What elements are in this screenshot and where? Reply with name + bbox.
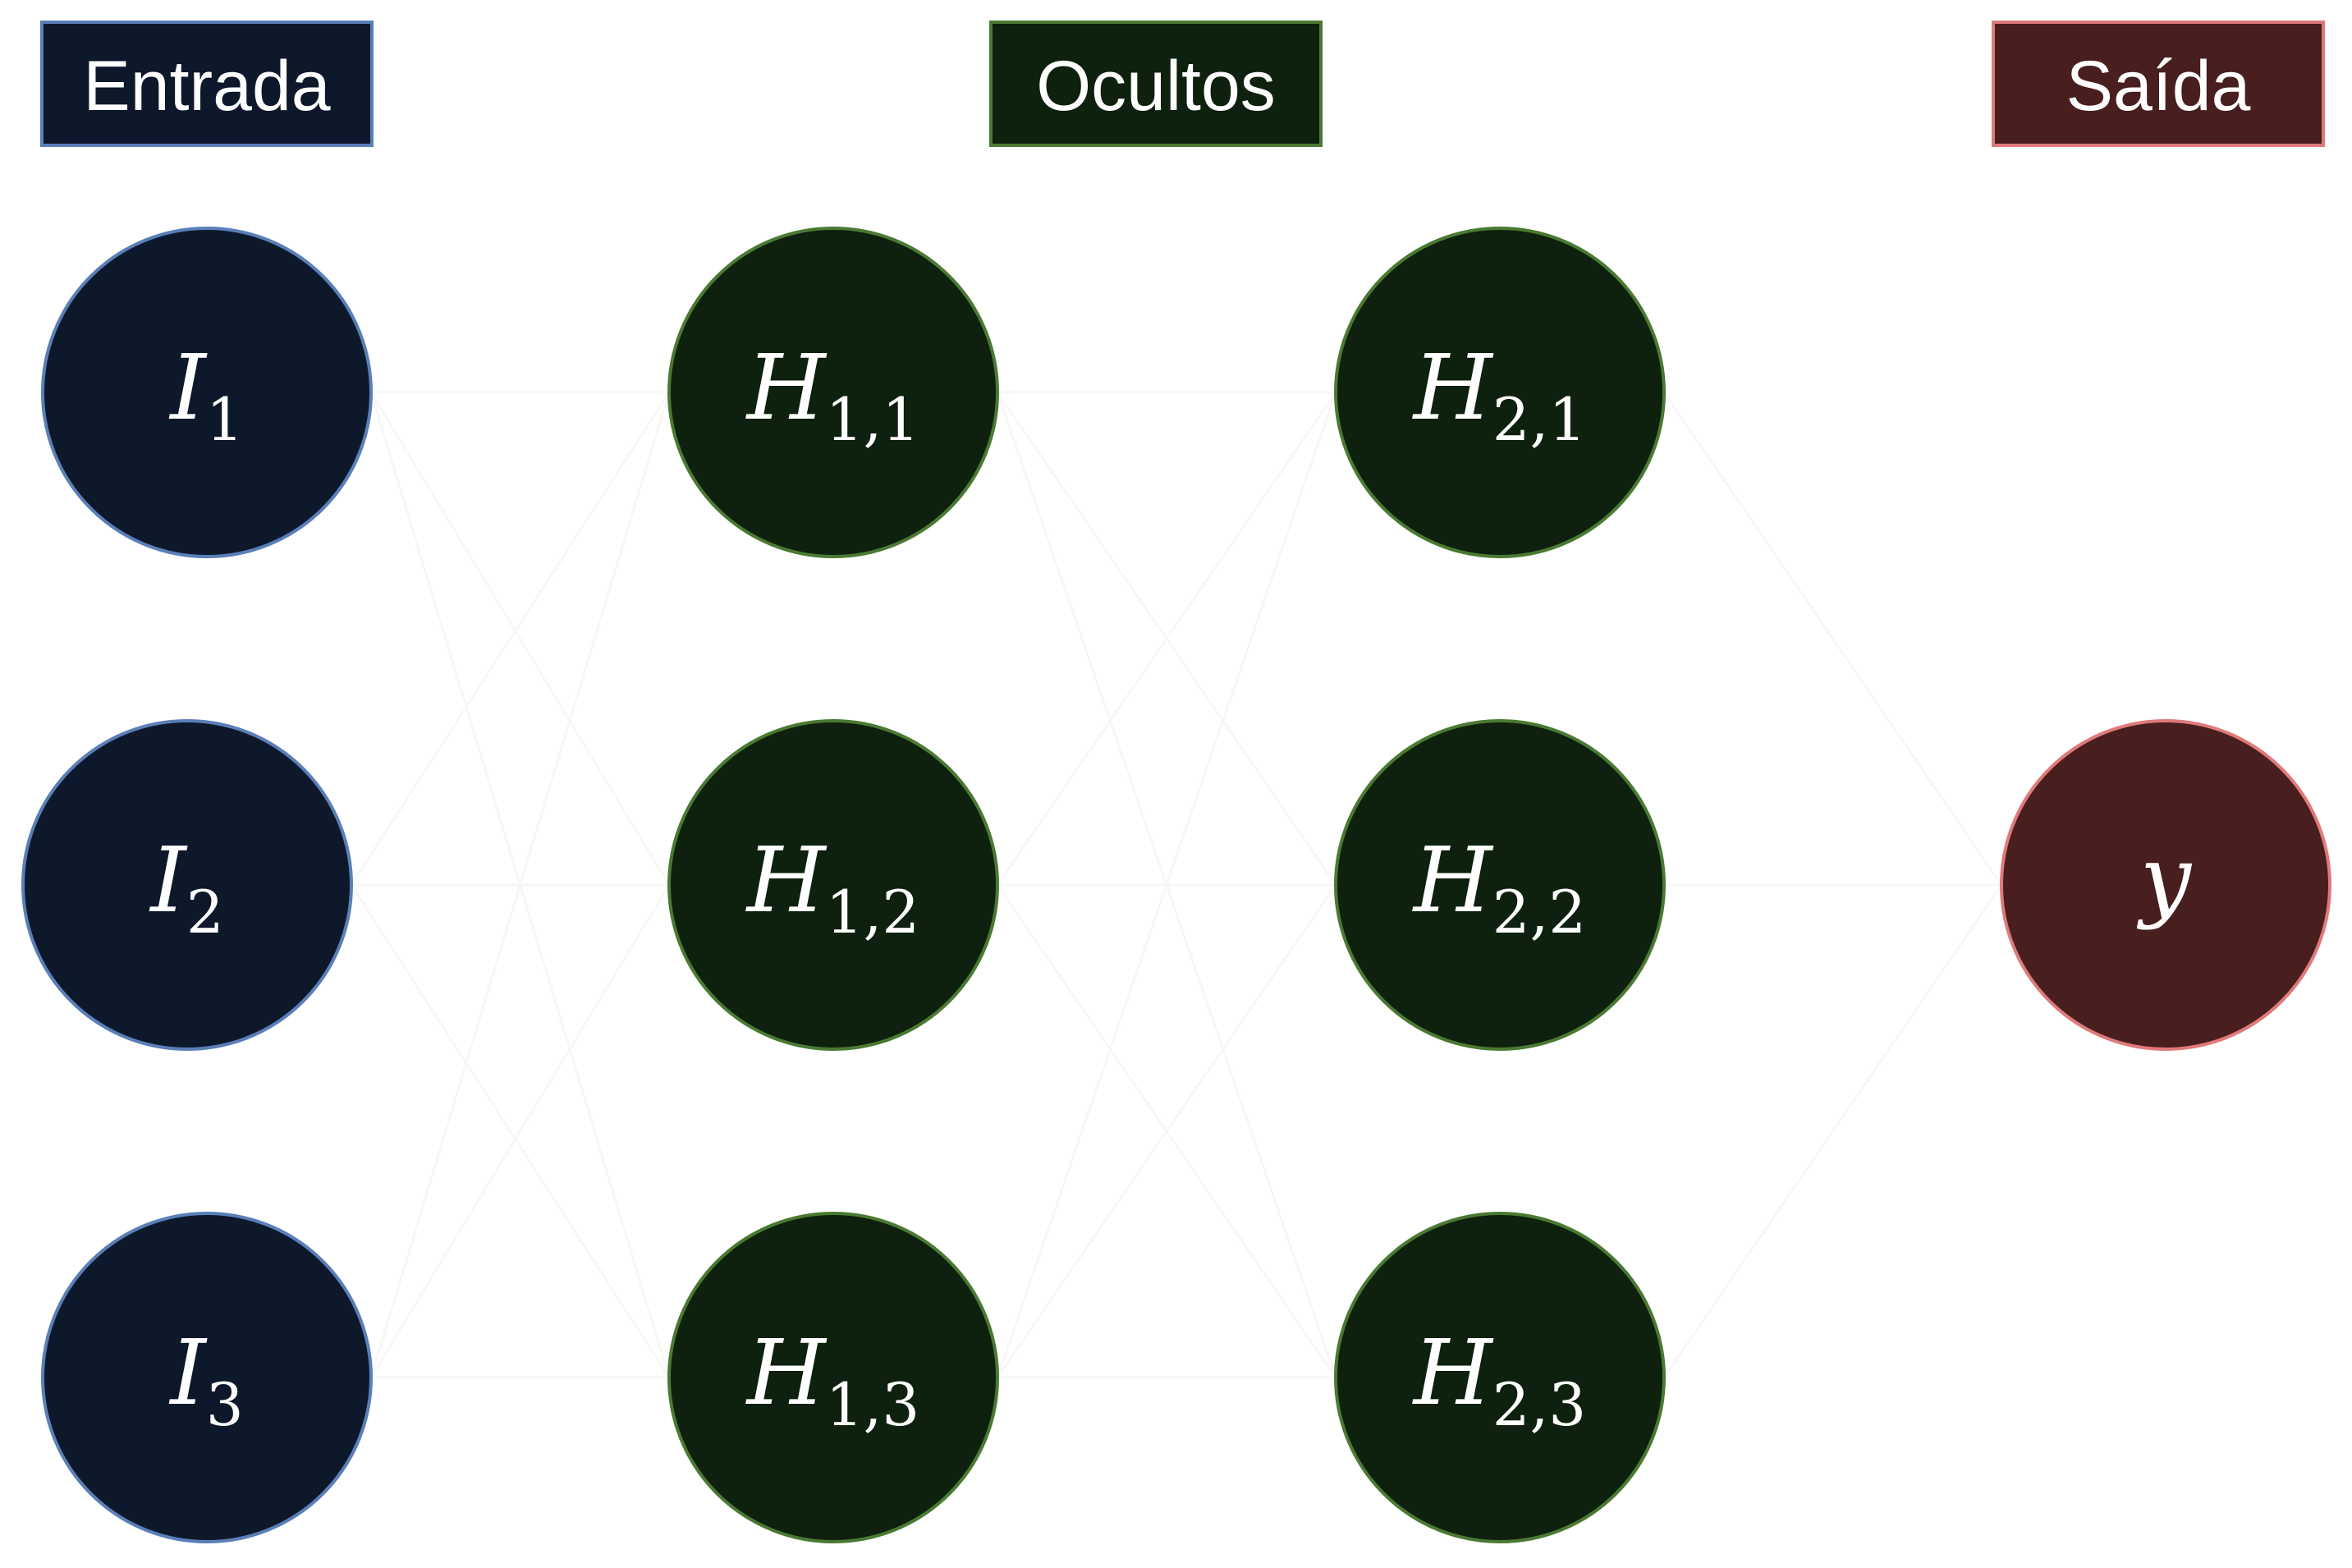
node-i1-subscript: 1 xyxy=(206,385,244,454)
header-ocultos-label: Ocultos xyxy=(1036,47,1276,126)
edge-h13-h21 xyxy=(996,392,1337,1378)
node-h12-subscript: 1,2 xyxy=(826,878,920,947)
edge-i2-h11 xyxy=(350,392,671,886)
node-h23-label: H2,3 xyxy=(1412,1320,1586,1439)
header-saida: Saída xyxy=(1992,21,2325,147)
header-ocultos: Ocultos xyxy=(989,21,1323,147)
node-h11-circle xyxy=(667,227,999,558)
node-h13: H1,3 xyxy=(667,1212,999,1543)
edge-i3-h11 xyxy=(369,392,671,1378)
node-i3-circle xyxy=(41,1212,373,1543)
node-h13-subscript: 1,3 xyxy=(826,1370,920,1439)
node-y-circle xyxy=(2000,719,2331,1051)
edge-h13-h22 xyxy=(996,884,1337,1378)
edge-i2-h13 xyxy=(350,884,671,1378)
node-y-symbol: y xyxy=(2136,826,2193,931)
node-y: y xyxy=(2000,719,2331,1051)
node-h21-subscript: 2,1 xyxy=(1492,385,1587,454)
node-i1-circle xyxy=(41,227,373,558)
node-h23: H2,3 xyxy=(1334,1212,1666,1543)
edge-i3-h12 xyxy=(369,884,671,1378)
edge-h23-y xyxy=(1662,884,2003,1378)
node-i1-label: I1 xyxy=(168,335,243,454)
node-h21-label: H2,1 xyxy=(1412,335,1586,454)
node-h13-label: H1,3 xyxy=(745,1320,919,1439)
node-i2-subscript: 2 xyxy=(186,878,224,947)
node-h21-circle xyxy=(1334,227,1666,558)
header-entrada: Entrada xyxy=(40,21,374,147)
header-entrada-box xyxy=(40,21,374,147)
header-ocultos-box xyxy=(989,21,1323,147)
node-h23-subscript: 2,3 xyxy=(1492,1370,1587,1439)
node-h11-symbol: H xyxy=(745,335,828,440)
header-entrada-label: Entrada xyxy=(83,47,330,126)
node-i2-label: I2 xyxy=(149,828,223,947)
node-h12: H1,2 xyxy=(667,719,999,1051)
node-i1-symbol: I xyxy=(168,335,208,440)
node-i3: I3 xyxy=(41,1212,373,1543)
node-h22: H2,2 xyxy=(1334,719,1666,1051)
node-y-label: y xyxy=(2136,826,2193,931)
node-i2-circle xyxy=(21,719,353,1051)
node-i1: I1 xyxy=(41,227,373,558)
node-h13-symbol: H xyxy=(745,1320,828,1425)
node-h12-circle xyxy=(667,719,999,1051)
node-h11: H1,1 xyxy=(667,227,999,558)
edge-i1-h12 xyxy=(369,392,671,886)
node-i3-symbol: I xyxy=(168,1320,208,1425)
node-h12-symbol: H xyxy=(745,828,828,933)
node-h11-subscript: 1,1 xyxy=(826,385,920,454)
connection-edges xyxy=(350,391,2003,1379)
node-h23-circle xyxy=(1334,1212,1666,1543)
header-saida-box xyxy=(1992,21,2325,147)
edge-h21-y xyxy=(1662,392,2003,886)
node-i3-subscript: 3 xyxy=(206,1370,244,1439)
node-h22-circle xyxy=(1334,719,1666,1051)
node-h21: H2,1 xyxy=(1334,227,1666,558)
node-i2-symbol: I xyxy=(149,828,188,933)
edge-h12-h21 xyxy=(996,392,1337,886)
node-h22-symbol: H xyxy=(1412,828,1494,933)
node-h23-symbol: H xyxy=(1412,1320,1494,1425)
node-i2: I2 xyxy=(21,719,353,1051)
node-h11-label: H1,1 xyxy=(745,335,919,454)
node-h21-symbol: H xyxy=(1412,335,1494,440)
node-h22-subscript: 2,2 xyxy=(1492,878,1587,947)
node-h22-label: H2,2 xyxy=(1412,828,1586,947)
node-h12-label: H1,2 xyxy=(745,828,919,947)
header-saida-label: Saída xyxy=(2066,47,2251,126)
node-h13-circle xyxy=(667,1212,999,1543)
node-i3-label: I3 xyxy=(168,1320,243,1439)
